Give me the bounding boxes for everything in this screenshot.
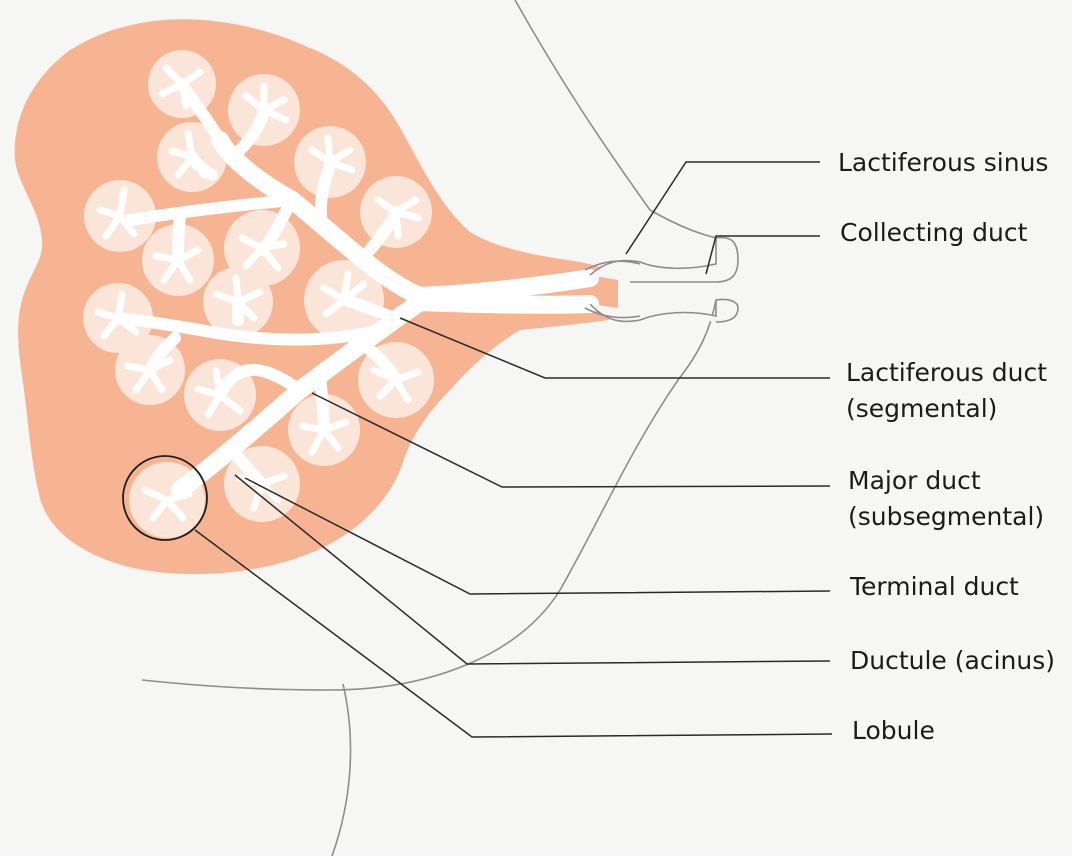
leader-lobule bbox=[195, 530, 832, 737]
label-collecting-duct: Collecting duct bbox=[840, 216, 1027, 249]
label-lactiferous-duct-sub: (segmental) bbox=[846, 392, 997, 425]
label-lactiferous-sinus: Lactiferous sinus bbox=[838, 146, 1048, 179]
label-lactiferous-duct: Lactiferous duct bbox=[846, 356, 1047, 389]
label-major-duct: Major duct bbox=[848, 464, 981, 497]
chest-wall-outline bbox=[332, 684, 351, 856]
label-major-duct-sub: (subsegmental) bbox=[848, 500, 1044, 533]
label-ductule: Ductule (acinus) bbox=[850, 644, 1055, 677]
label-terminal-duct: Terminal duct bbox=[850, 570, 1019, 603]
label-lobule: Lobule bbox=[852, 714, 935, 747]
nipple-upper bbox=[590, 238, 738, 282]
